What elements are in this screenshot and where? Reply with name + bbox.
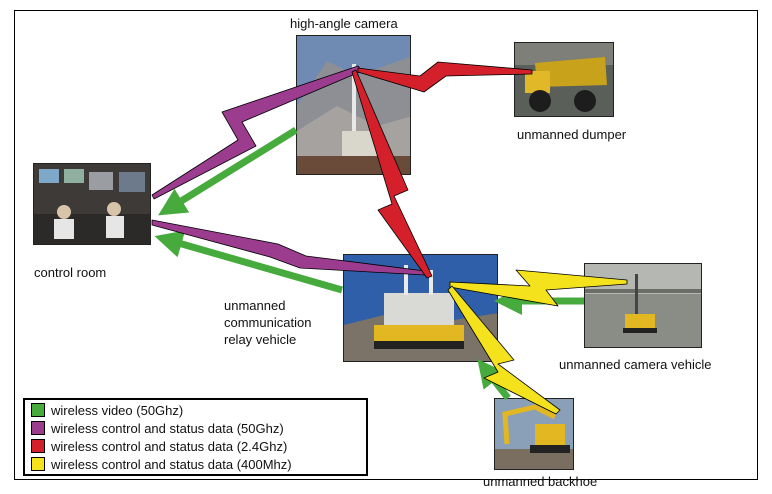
- legend-item-video: wireless video (50Ghz): [31, 401, 360, 419]
- legend-label-data-400mhz: wireless control and status data (400Mhz…: [51, 456, 292, 472]
- legend-swatch-data-50ghz: [31, 421, 45, 435]
- unmanned-dumper-photo: [514, 42, 614, 117]
- legend-item-data-50ghz: wireless control and status data (50Ghz): [31, 419, 360, 437]
- link-purple-control-camera: [151, 65, 363, 200]
- legend-swatch-video: [31, 403, 45, 417]
- legend-item-data-400mhz: wireless control and status data (400Mhz…: [31, 455, 360, 473]
- legend-label-video: wireless video (50Ghz): [51, 402, 184, 418]
- unmanned-dumper-label: unmanned dumper: [517, 127, 627, 142]
- legend-label-data-50ghz: wireless control and status data (50Ghz): [51, 420, 284, 436]
- link-red-camera-relay: [351, 69, 433, 279]
- backhoe-label: unmanned backhoe: [483, 474, 598, 489]
- control-room-photo: [33, 163, 151, 245]
- legend-label-data-2-4ghz: wireless control and status data (2.4Ghz…: [51, 438, 288, 454]
- link-yellow-relay-camvehicle: [449, 269, 628, 307]
- legend-swatch-data-400mhz: [31, 457, 45, 471]
- relay-label-line-3: relay vehicle: [224, 332, 297, 347]
- link-red-camera-dumper: [357, 61, 533, 93]
- camera-vehicle-label: unmanned camera vehicle: [559, 357, 712, 372]
- backhoe-photo: [494, 398, 574, 470]
- relay-label-line-2: communication: [224, 315, 312, 330]
- legend-item-data-2-4ghz: wireless control and status data (2.4Ghz…: [31, 437, 360, 455]
- relay-label-line-1: unmanned: [224, 298, 286, 313]
- relay-vehicle-label: unmanned communication relay vehicle: [224, 297, 311, 348]
- control-room-label: control room: [34, 265, 107, 280]
- video-arrow-relay-to-control: [154, 230, 343, 294]
- legend-swatch-data-2-4ghz: [31, 439, 45, 453]
- legend: wireless video (50Ghz) wireless control …: [23, 398, 368, 476]
- video-arrow-camera-to-control: [158, 127, 298, 216]
- link-yellow-relay-backhoe: [447, 285, 561, 415]
- high-angle-camera-label: high-angle camera: [290, 16, 398, 31]
